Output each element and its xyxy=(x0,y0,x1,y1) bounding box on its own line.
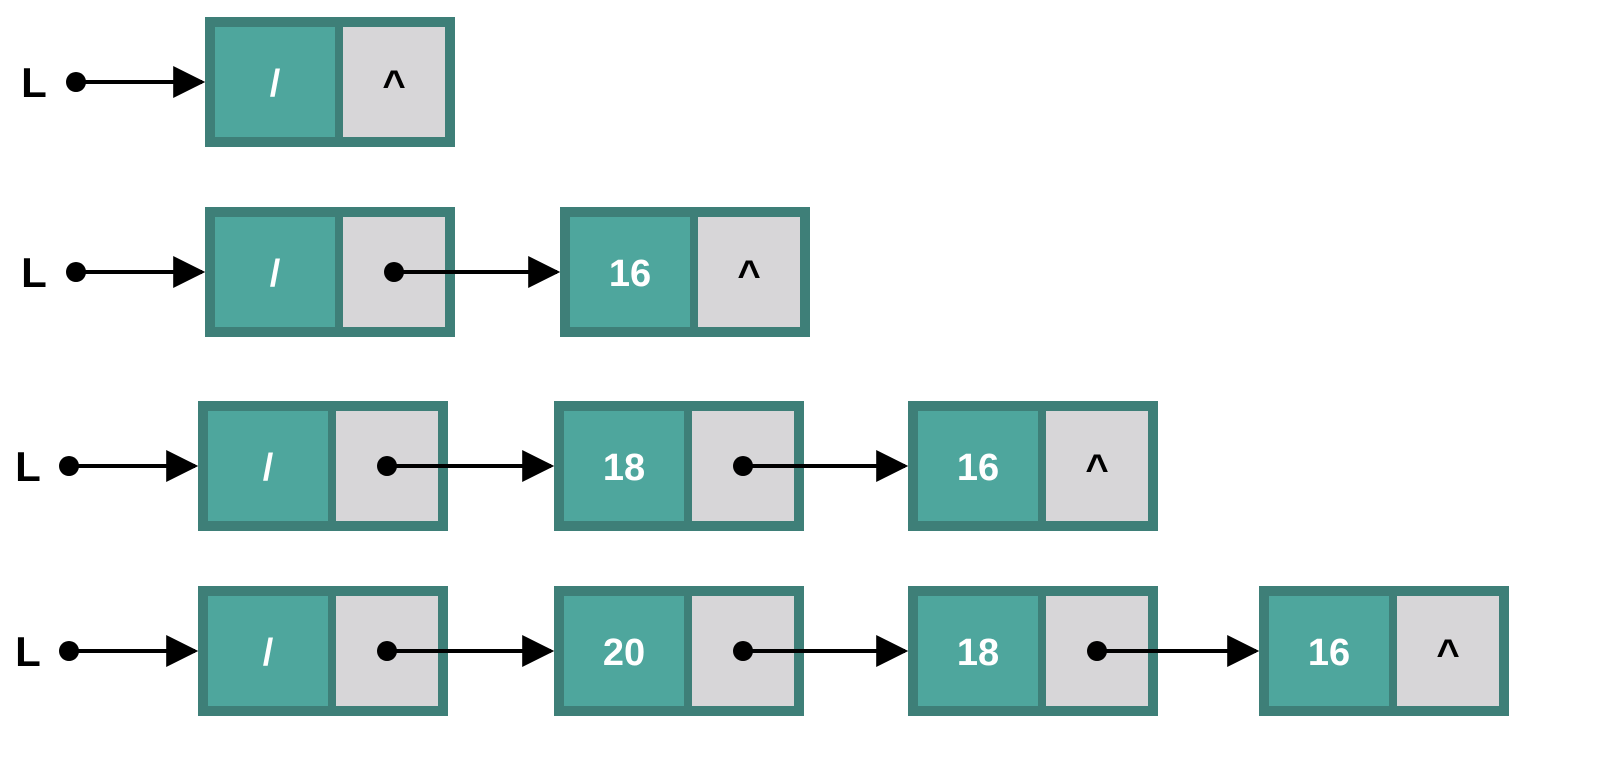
node-data-field xyxy=(215,27,335,137)
linked-list-row: L / 20 18 16 ^ xyxy=(15,586,1509,716)
node-data-field xyxy=(208,411,328,521)
list-node: / xyxy=(198,401,448,531)
node-data-value: 16 xyxy=(957,447,999,489)
linked-list-row: L / 16 ^ xyxy=(21,207,810,337)
node-data-value: / xyxy=(263,632,274,674)
list-node: 16 ^ xyxy=(1259,586,1509,716)
list-node: /^ xyxy=(205,17,455,147)
list-node: 16 ^ xyxy=(908,401,1158,531)
node-data-value: / xyxy=(270,253,281,295)
node-data-field xyxy=(564,596,684,706)
list-node: 16 ^ xyxy=(560,207,810,337)
head-pointer-label: L xyxy=(15,443,41,490)
linked-list-row: L / 18 16 ^ xyxy=(15,401,1158,531)
linked-list-row: L/^ xyxy=(21,17,455,147)
null-pointer-caret: ^ xyxy=(1436,632,1459,676)
node-data-field xyxy=(215,217,335,327)
node-pointer-field xyxy=(343,27,445,137)
null-pointer-caret: ^ xyxy=(1085,447,1108,491)
head-pointer-label: L xyxy=(21,249,47,296)
node-data-field xyxy=(208,596,328,706)
node-data-field xyxy=(570,217,690,327)
node-pointer-field xyxy=(698,217,800,327)
node-data-value: / xyxy=(263,447,274,489)
head-pointer-label: L xyxy=(21,59,47,106)
null-pointer-caret: ^ xyxy=(737,253,760,297)
node-data-field xyxy=(918,411,1038,521)
node-pointer-field xyxy=(1046,411,1148,521)
node-data-field xyxy=(564,411,684,521)
list-node: 18 xyxy=(908,586,1158,716)
node-pointer-field xyxy=(1397,596,1499,706)
head-pointer-label: L xyxy=(15,628,41,675)
node-data-value: 18 xyxy=(603,447,645,489)
node-data-field xyxy=(1269,596,1389,706)
node-data-value: 16 xyxy=(609,253,651,295)
node-data-value: / xyxy=(270,63,281,105)
node-data-field xyxy=(918,596,1038,706)
node-data-value: 16 xyxy=(1308,632,1350,674)
node-data-value: 20 xyxy=(603,632,645,674)
node-data-value: 18 xyxy=(957,632,999,674)
null-pointer-caret: ^ xyxy=(382,63,405,107)
